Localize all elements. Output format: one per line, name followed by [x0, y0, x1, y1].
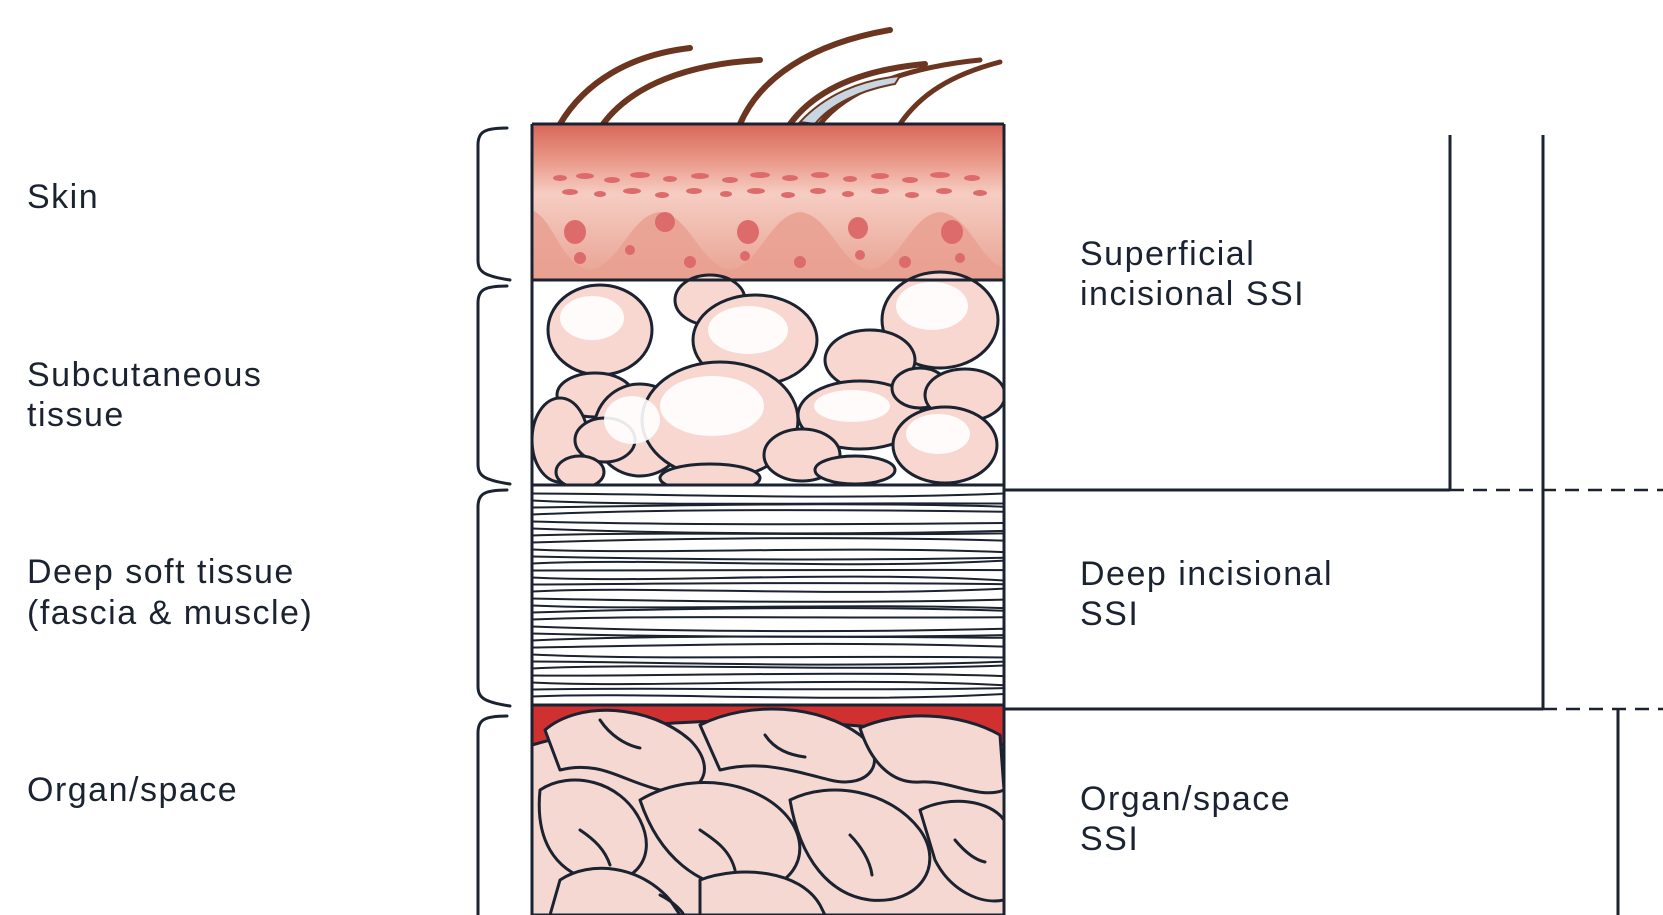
- subcutaneous-fat-layer: [532, 272, 1005, 492]
- label-deep-soft-tissue: Deep soft tissue (fascia & muscle): [27, 553, 313, 632]
- brace-subcutaneous: [478, 286, 510, 484]
- muscle-fascia-layer: [532, 485, 1004, 705]
- label-subcutaneous-tissue: Subcutaneous tissue: [27, 356, 273, 434]
- layer-braces: [478, 128, 510, 915]
- organ-space-layer: [532, 705, 1004, 915]
- brace-skin: [478, 128, 510, 280]
- label-superficial-incisional-ssi: Superficial incisional SSI: [1080, 235, 1305, 313]
- label-deep-incisional-ssi: Deep incisional SSI: [1080, 555, 1344, 633]
- muscle-fiber: [532, 688, 1004, 689]
- label-organ-space: Organ/space: [27, 771, 238, 809]
- brace-organ-space: [478, 716, 507, 915]
- label-skin: Skin: [27, 178, 99, 216]
- layer-labels: Skin Subcutaneous tissue Deep soft tissu…: [27, 178, 313, 809]
- label-organ-space-ssi: Organ/space SSI: [1080, 780, 1302, 858]
- muscle-fiber: [532, 570, 1004, 571]
- ssi-labels: Superficial incisional SSI Deep incision…: [1080, 235, 1344, 858]
- brace-deep-soft-tissue: [478, 490, 510, 706]
- hair-strands: [560, 30, 1000, 124]
- skin-layer: [532, 124, 1004, 280]
